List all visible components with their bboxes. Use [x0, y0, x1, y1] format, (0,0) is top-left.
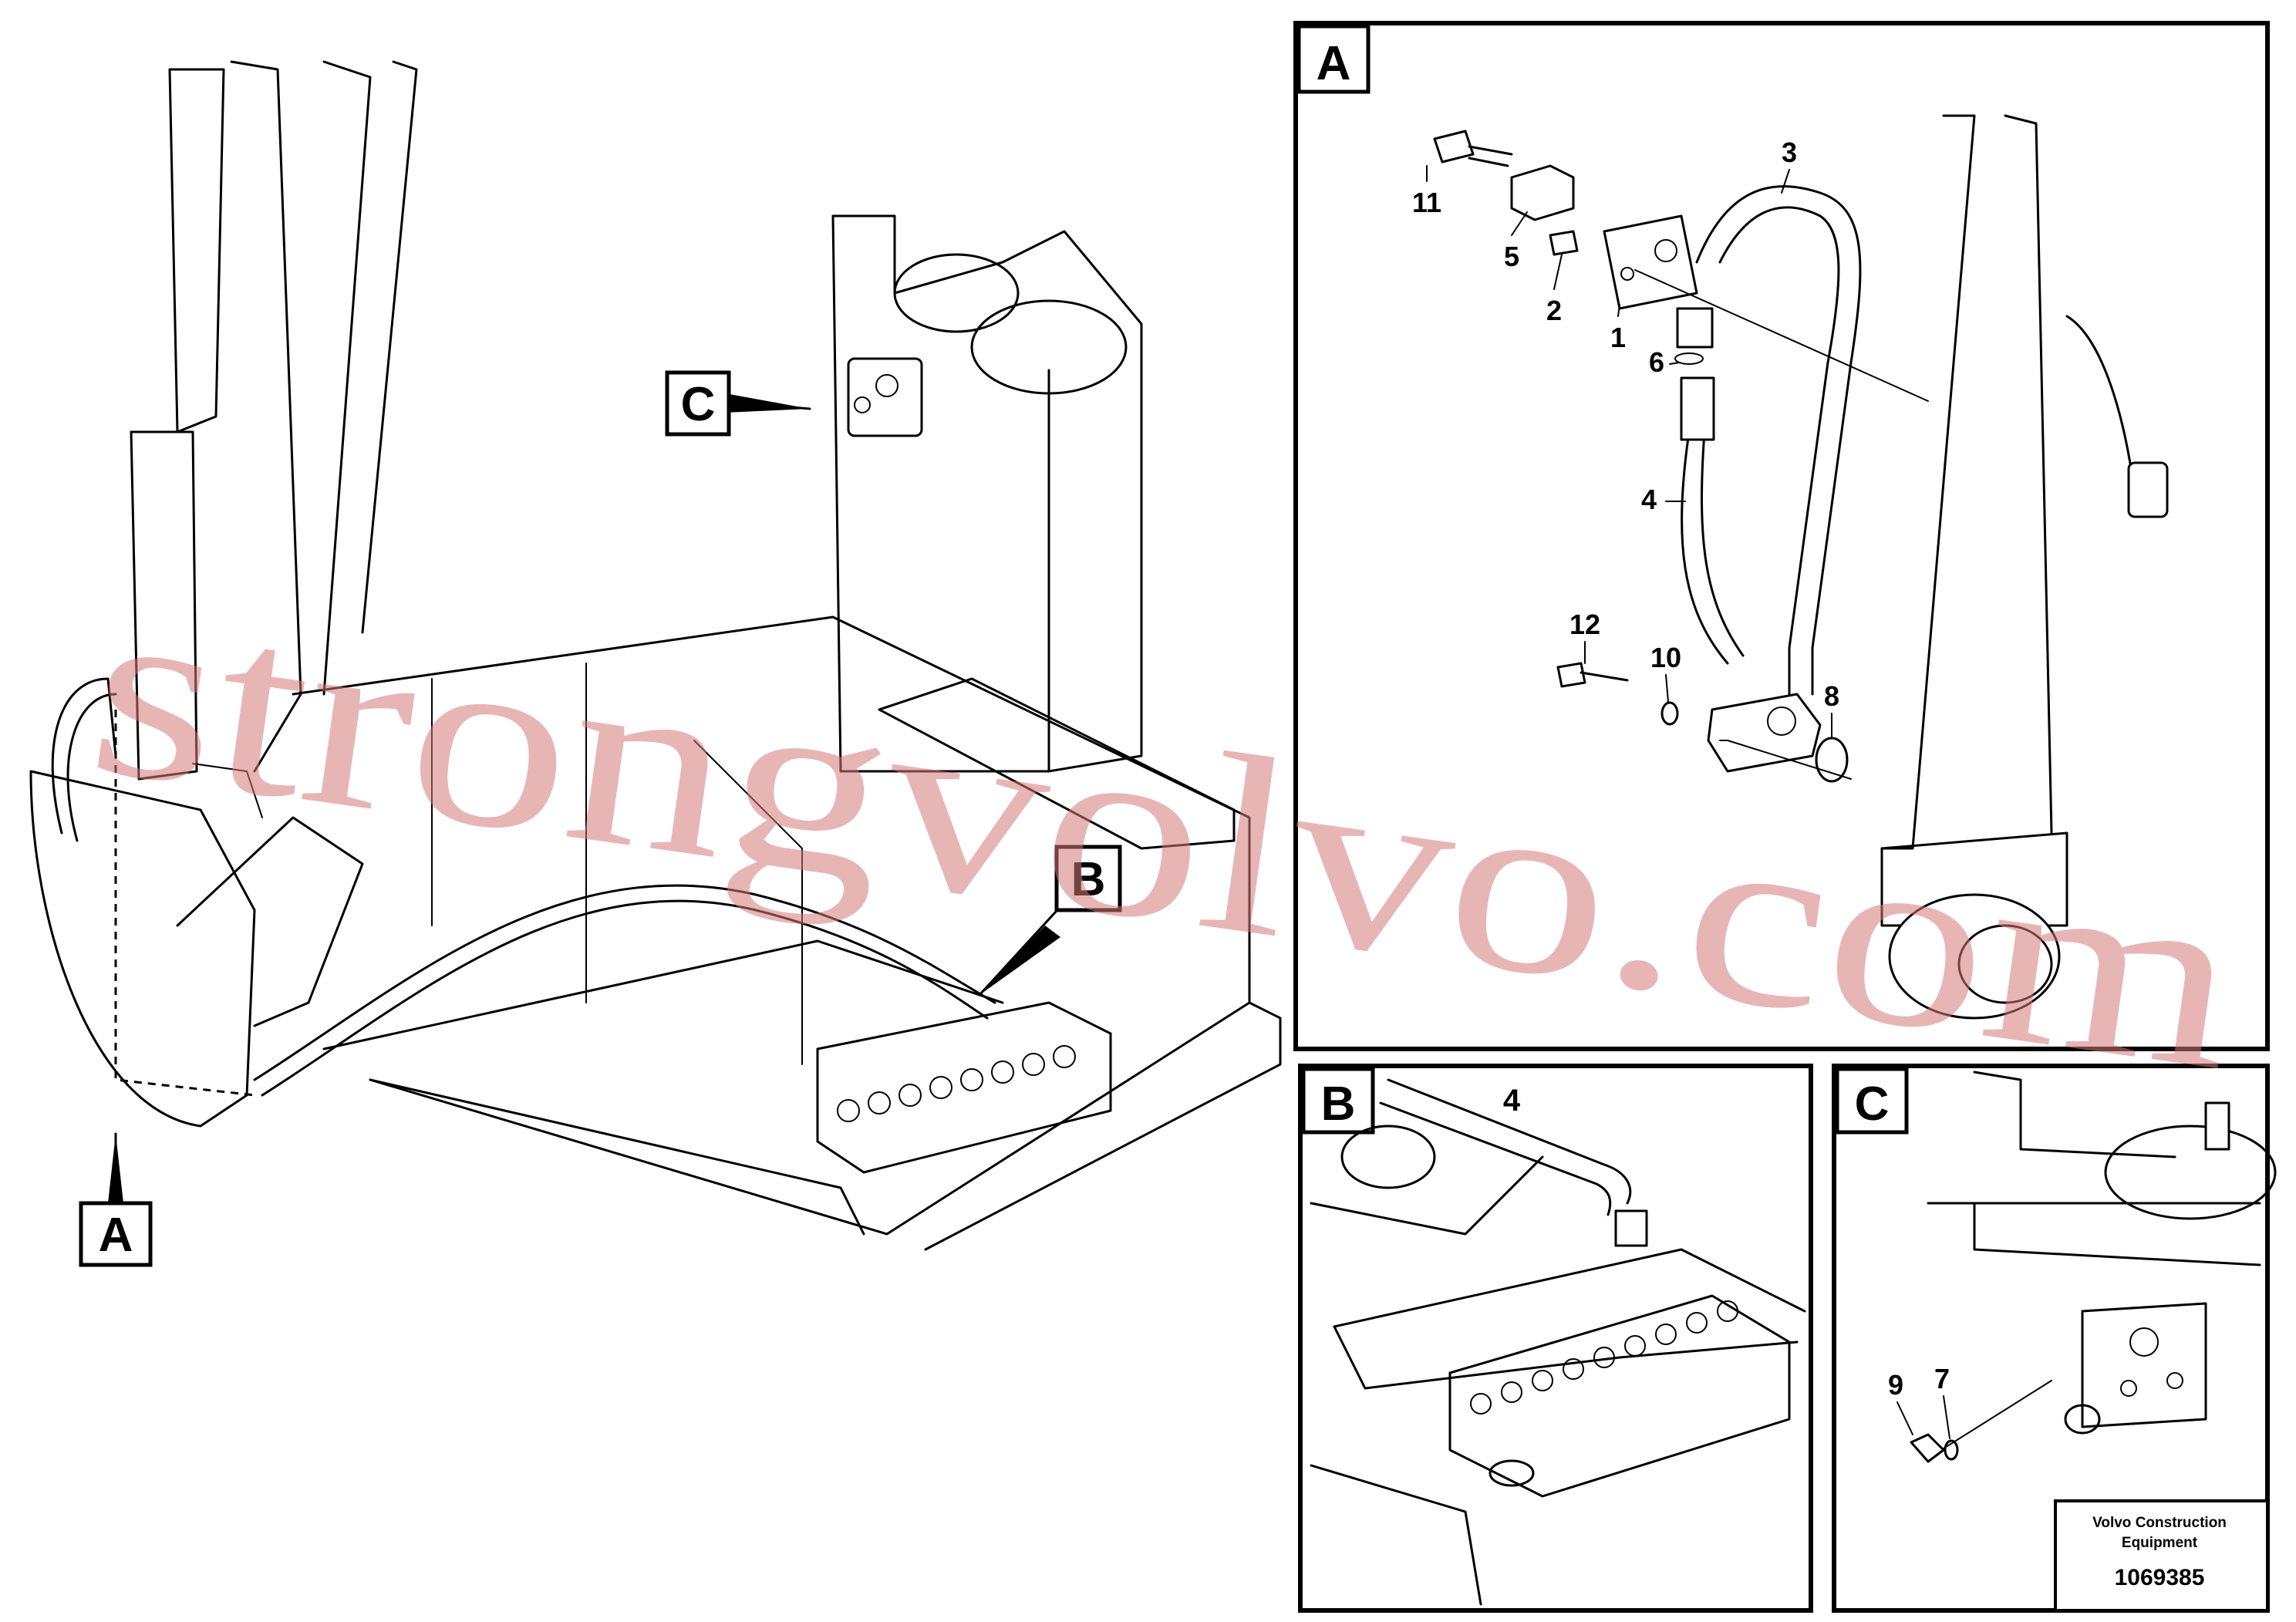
callout-c: C: [665, 370, 731, 437]
part-label-7: 7: [1934, 1363, 1950, 1394]
company-name-line1: Volvo Construction: [2092, 1515, 2227, 1531]
callout-c-label: C: [681, 378, 716, 431]
drawing-number: 1069385: [2115, 1565, 2205, 1590]
part-label-10: 10: [1650, 642, 1681, 673]
part-label-4: 4: [1641, 484, 1657, 515]
callout-a-label: A: [99, 1209, 133, 1262]
watermark-text: strongvolvo.com: [76, 545, 2254, 1124]
detail-c-panel: C 9 7 Volvo Construction Equipment 10693…: [1832, 1064, 2277, 1613]
title-block: Volvo Construction Equipment 1069385: [2054, 1499, 2269, 1612]
part-label-1: 1: [1610, 322, 1626, 353]
detail-a-panel: A: [1293, 21, 2270, 1051]
part-label-8: 8: [1824, 680, 1839, 712]
detail-b-title: B: [1321, 1077, 1356, 1131]
detail-b-fittings: [1470, 1300, 1738, 1415]
company-name-line2: Equipment: [2122, 1535, 2198, 1551]
part-label-5: 5: [1504, 241, 1519, 272]
part-label-2: 2: [1546, 295, 1562, 326]
detail-c-title: C: [1855, 1077, 1890, 1131]
callout-a: A: [79, 1201, 153, 1267]
main-view: [29, 60, 1282, 1251]
part-label-b-4: 4: [1503, 1084, 1521, 1118]
part-label-9: 9: [1888, 1369, 1903, 1401]
detail-a-title: A: [1317, 37, 1351, 90]
part-label-3: 3: [1782, 137, 1797, 168]
callout-b: B: [1054, 845, 1122, 912]
part-label-6: 6: [1649, 346, 1664, 378]
part-label-11: 11: [1412, 187, 1441, 218]
callout-b-label: B: [1071, 853, 1106, 906]
part-label-12: 12: [1569, 609, 1600, 640]
detail-b-panel: B 4: [1298, 1064, 1813, 1613]
valve-fittings: [837, 1045, 1076, 1122]
